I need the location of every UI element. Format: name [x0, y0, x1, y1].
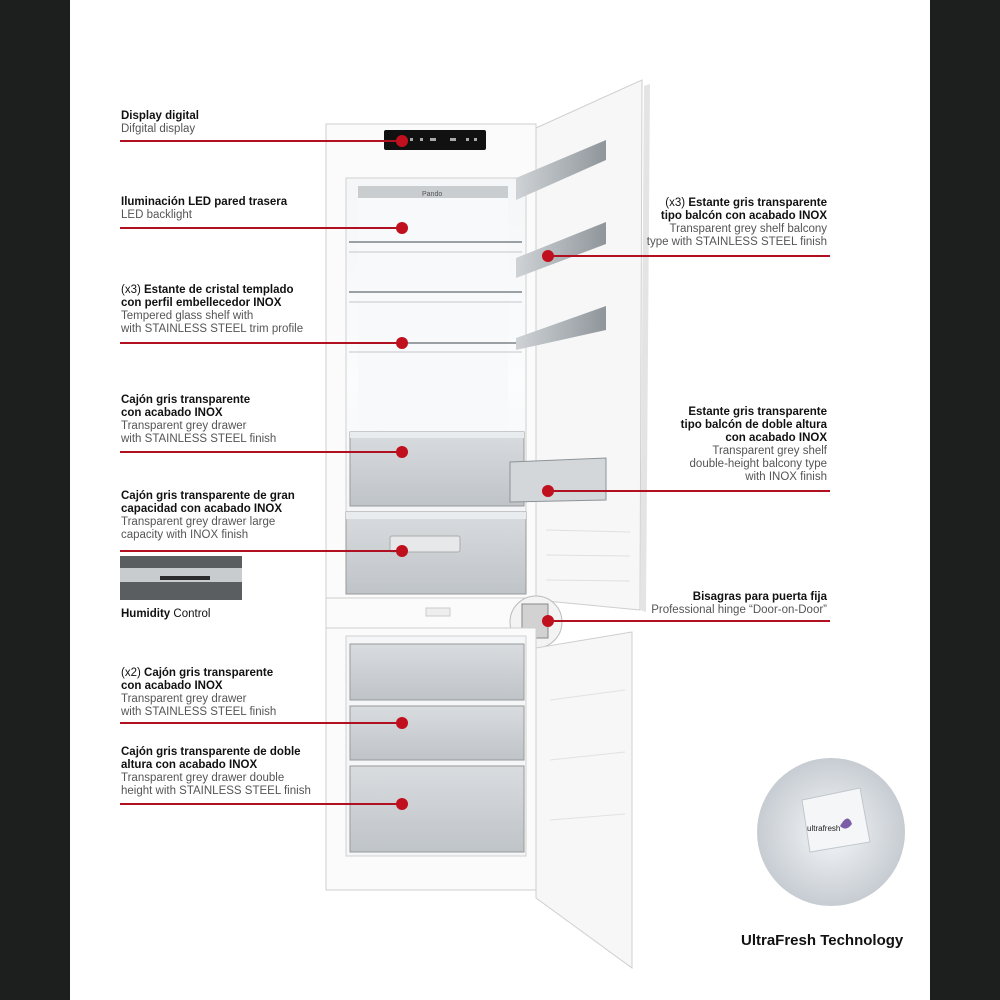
- fridge-lower-door: [535, 631, 633, 969]
- label-humidity: Humidity Control: [121, 608, 211, 620]
- leader-line-large-drawer: [120, 550, 402, 552]
- marker-dot-glass-shelf: [396, 337, 408, 349]
- marker-dot-large-drawer: [396, 545, 408, 557]
- marker-dot-double-balcony: [542, 485, 554, 497]
- double-balcony: [509, 457, 607, 503]
- leader-line-balcony: [548, 255, 830, 257]
- drawer-large: [345, 511, 527, 595]
- freezer-drawer-2: [349, 705, 525, 761]
- ultrafresh-caption: UltraFresh Technology: [741, 932, 904, 949]
- fridge-illustration: Pando: [120, 79, 905, 969]
- leader-line-double-balcony: [548, 490, 830, 492]
- label-hinge: Bisagras para puerta fija Professional h…: [651, 591, 827, 616]
- marker-dot-drawer: [396, 446, 408, 458]
- label-display: Display digital Difgital display: [121, 110, 199, 135]
- marker-dot-balcony: [542, 250, 554, 262]
- leader-line-led: [120, 227, 402, 229]
- door-balconies: [509, 140, 607, 503]
- marker-dot-double-drawer: [396, 798, 408, 810]
- leader-line-hinge: [548, 620, 830, 622]
- leader-line-freezer-drawers: [120, 722, 402, 724]
- marker-dot-display: [396, 135, 408, 147]
- drawer-upper: [349, 431, 525, 507]
- label-double-balcony: Estante gris transparente tipo balcón de…: [680, 406, 827, 483]
- marker-dot-led: [396, 222, 408, 234]
- leader-line-display: [120, 140, 402, 142]
- leader-line-double-drawer: [120, 803, 402, 805]
- product-sheet: Pando: [70, 0, 930, 1000]
- leader-line-glass-shelf: [120, 342, 402, 344]
- leader-line-drawer: [120, 451, 402, 453]
- label-drawer: Cajón gris transparente con acabado INOX…: [121, 394, 277, 445]
- label-double-drawer: Cajón gris transparente de doble altura …: [121, 746, 311, 797]
- label-balcony: (x3) Estante gris transparente tipo balc…: [646, 197, 827, 248]
- ultrafresh-leaf-icon: [840, 818, 852, 829]
- ultrafresh-badge-text: ultrafresh: [807, 824, 840, 833]
- label-glass-shelf: (x3) Estante de cristal templado con per…: [121, 284, 304, 335]
- freezer-drawer-3: [349, 765, 525, 853]
- freezer-drawer-1: [349, 643, 525, 701]
- label-led: Iluminación LED pared trasera LED backli…: [121, 196, 288, 221]
- brand-logo: Pando: [422, 191, 442, 198]
- marker-dot-hinge: [542, 615, 554, 627]
- label-large-drawer: Cajón gris transparente de gran capacida…: [121, 490, 295, 541]
- marker-dot-freezer-drawers: [396, 717, 408, 729]
- label-freezer-drawers: (x2) Cajón gris transparente con acabado…: [121, 667, 277, 718]
